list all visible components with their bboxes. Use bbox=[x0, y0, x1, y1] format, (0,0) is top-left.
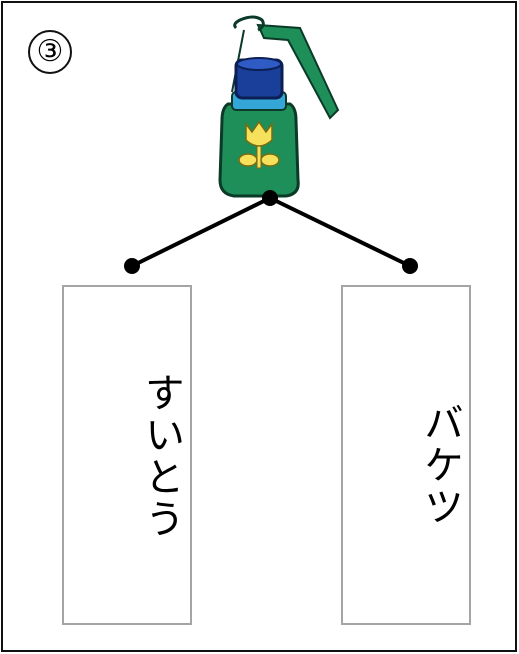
connector-right bbox=[269, 196, 411, 268]
choice-card-left[interactable]: すいとう bbox=[62, 285, 192, 625]
choice-right-label: バケツ bbox=[417, 402, 463, 528]
question-number: ③ bbox=[28, 30, 72, 74]
center-dot[interactable] bbox=[262, 190, 278, 206]
right-dot[interactable] bbox=[402, 258, 418, 274]
choice-left-label: すいとう bbox=[138, 372, 184, 540]
connector-left bbox=[131, 196, 271, 268]
water-bottle-with-tulip-icon bbox=[218, 15, 340, 198]
choice-card-right[interactable]: バケツ bbox=[341, 285, 471, 625]
left-dot[interactable] bbox=[124, 258, 140, 274]
